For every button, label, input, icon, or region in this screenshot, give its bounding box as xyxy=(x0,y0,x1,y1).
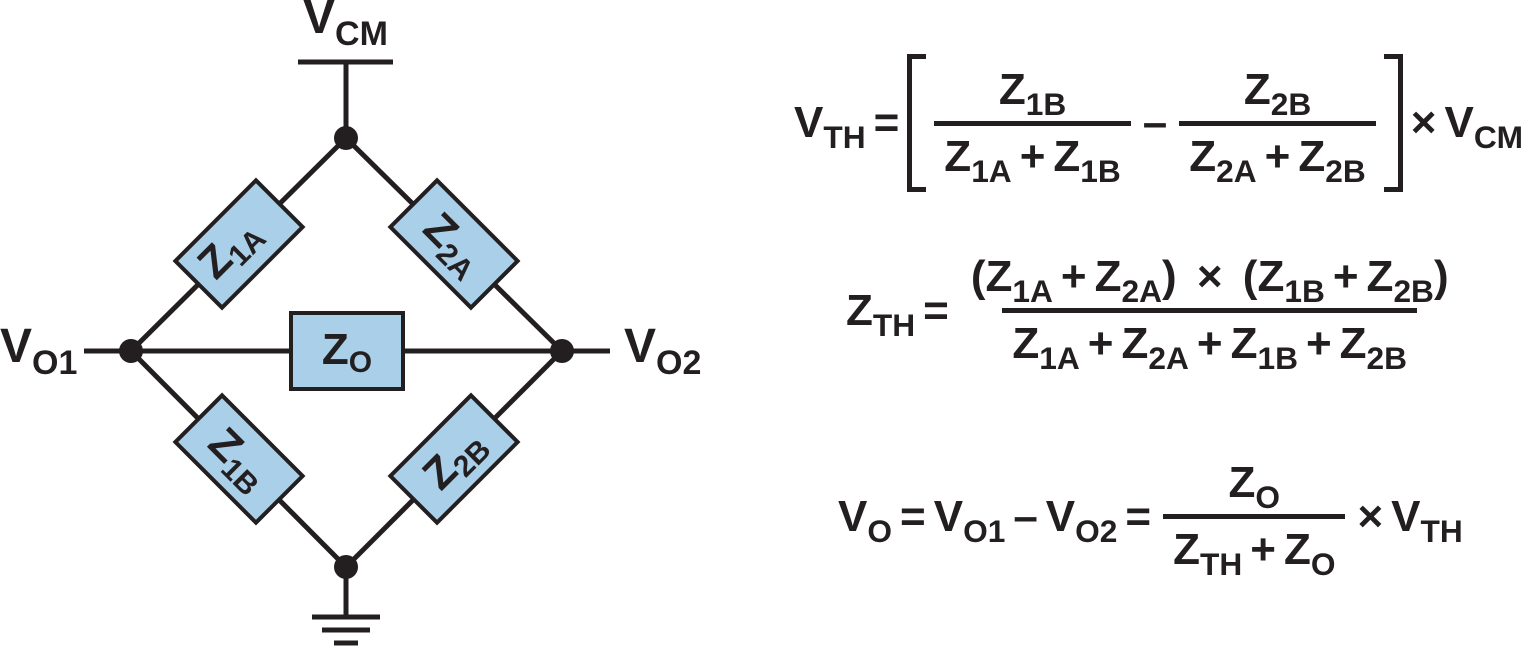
vo2-term: VO2 xyxy=(1045,491,1118,549)
equals-sign: = xyxy=(873,98,900,147)
z0-label: ZO xyxy=(322,325,372,379)
minus-sign: – xyxy=(1142,98,1168,147)
zth-lhs: ZTH xyxy=(846,285,916,343)
vcm-label: VCM xyxy=(303,0,388,53)
node-left xyxy=(119,339,143,363)
node-top xyxy=(334,126,358,150)
vo1-term: VO1 xyxy=(933,491,1006,549)
vo-fraction: ZO ZTH+ZO xyxy=(1163,458,1346,580)
vo-lhs: VO xyxy=(838,491,892,549)
z0-box xyxy=(289,311,405,391)
vth-fraction-1: Z1B Z1A+Z1B xyxy=(934,65,1131,186)
node-right xyxy=(550,339,574,363)
bridge-circuit: Z1A Z2A Z1B Z2B ZO VCM VO1 VO2 xyxy=(0,0,701,646)
vo-rhs: VTH xyxy=(1391,491,1463,549)
vth-fraction-2: Z2B Z2A+Z2B xyxy=(1179,65,1376,186)
equals-sign: = xyxy=(923,285,949,335)
vo1-label: VO1 xyxy=(0,320,77,382)
vth-equation: VTH = Z1B Z1A+Z1B – Z2B Z2A+Z2B × VCM xyxy=(794,54,1523,192)
vo-equation: VO = VO1 – VO2 = ZO ZTH+ZO × VTH xyxy=(838,458,1463,580)
right-bracket xyxy=(1383,54,1403,192)
z1b-box xyxy=(172,392,306,526)
z2a-box xyxy=(387,177,521,311)
zth-fraction: (Z1A+Z2A) × (Z1B+Z2B) Z1A+Z2A+Z1B+Z2B xyxy=(970,252,1449,377)
times-sign: × xyxy=(1410,98,1437,147)
left-bracket xyxy=(907,54,927,192)
z1a-box xyxy=(172,177,306,311)
equals-sign-2: = xyxy=(1125,491,1152,541)
node-bottom xyxy=(334,555,358,579)
times-sign: × xyxy=(1357,491,1384,541)
vth-rhs: VCM xyxy=(1444,98,1524,156)
z2b-box xyxy=(387,392,521,526)
vth-lhs: VTH xyxy=(794,98,866,156)
zth-equation: ZTH = (Z1A+Z2A) × (Z1B+Z2B) Z1A+Z2A+Z1B+… xyxy=(846,252,1463,377)
equals-sign: = xyxy=(900,491,926,541)
minus-sign: – xyxy=(1013,491,1038,541)
vo2-label: VO2 xyxy=(624,320,701,382)
